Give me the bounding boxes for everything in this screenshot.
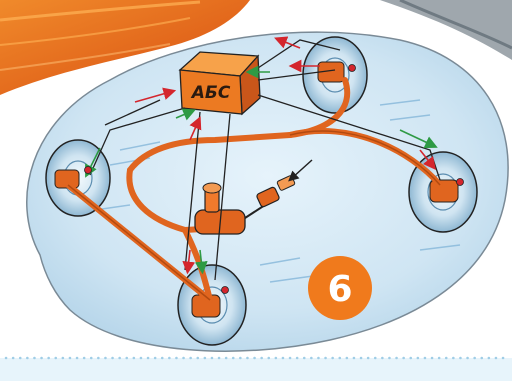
abs-control-unit: АБС <box>180 52 260 114</box>
abs-unit-label: АБС <box>190 83 231 103</box>
wheel-rear-left <box>178 265 246 345</box>
step-number: 6 <box>327 269 352 310</box>
step-number-badge: 6 <box>308 256 372 320</box>
bottom-band <box>0 358 512 381</box>
